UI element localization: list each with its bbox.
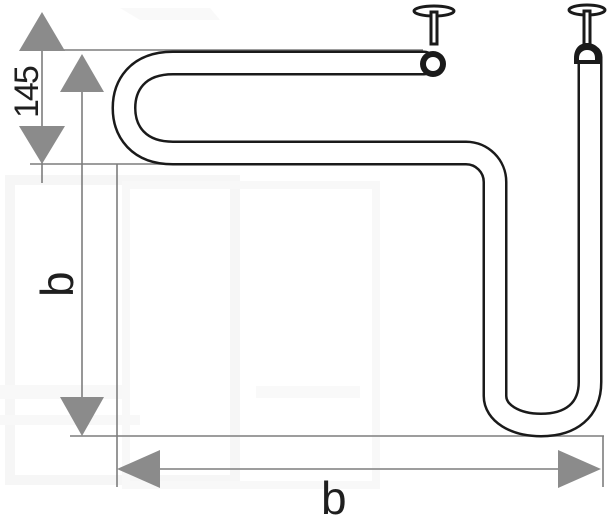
pipe-outline [111,44,603,438]
bottom-arrow-left [117,450,160,488]
dimension-label-bottom-b: b [321,472,347,523]
left-arrow-down [60,397,104,436]
dimension-label-145: 145 [8,66,46,118]
top-arrow-up [19,12,65,51]
top-arrow-down [19,126,65,164]
left-mount-joint-inner [426,57,440,71]
left-arrow-up [60,54,104,92]
wall-bracket-icon [412,4,456,77]
dimension-guides [30,31,604,487]
bottom-arrow-right [558,450,601,488]
wall-bracket-icon [567,3,607,64]
background-sketch [0,8,380,489]
towel-rail-pipe [111,44,603,438]
right-mount-neck [582,9,592,50]
dimension-arrows [19,12,601,488]
dimension-label-left-b: b [31,271,83,297]
pipe-inner [114,47,600,435]
right-mount-joint-inner [579,50,595,60]
left-mount-neck [429,10,439,46]
